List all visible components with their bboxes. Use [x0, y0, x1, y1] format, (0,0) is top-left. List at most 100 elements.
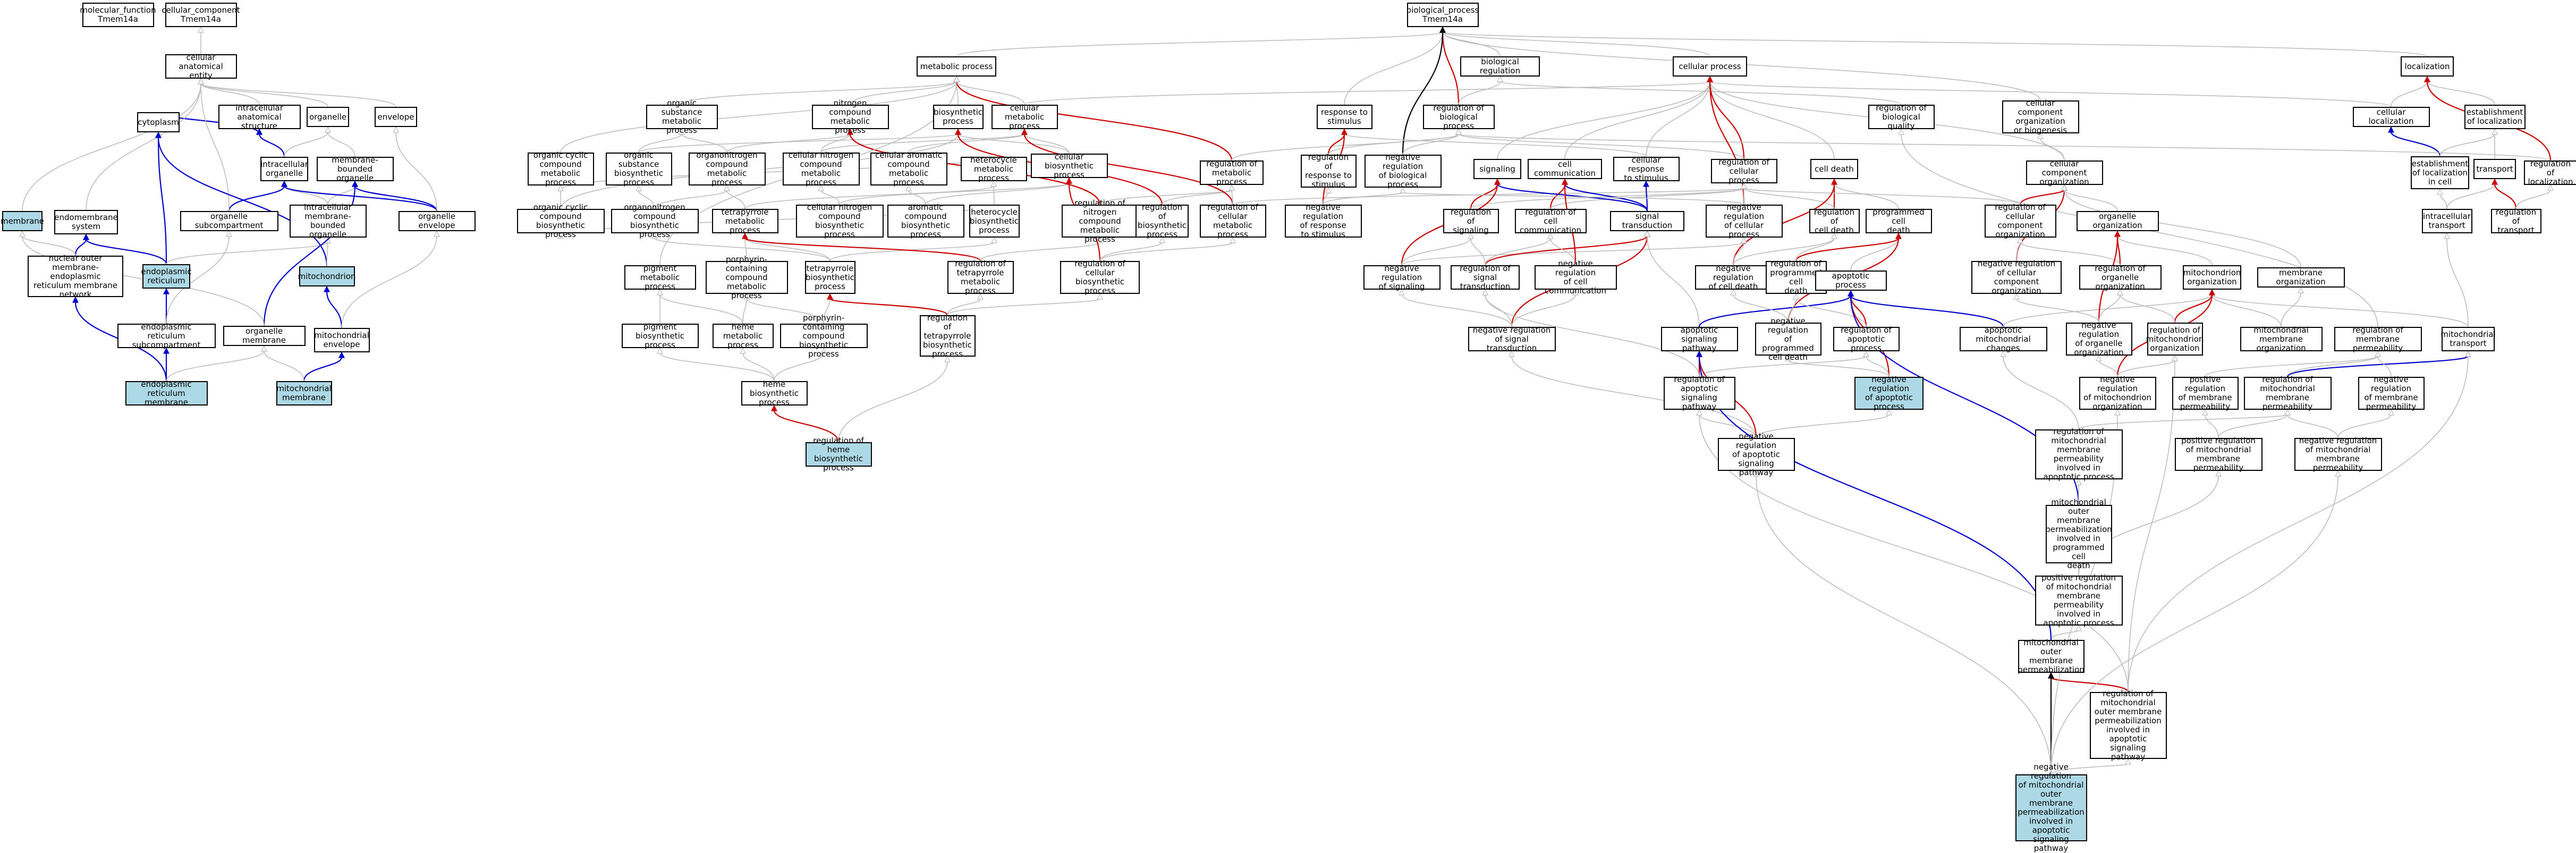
term-node-intracellular-organelle[interactable]: intracellular organelle — [260, 157, 308, 181]
term-node-molecular-function[interactable]: molecular_function Tmem14a — [80, 3, 156, 27]
term-node-regulation-of-apoptotic-signaling-pathway[interactable]: regulation of apoptotic signaling pathwa… — [1663, 375, 1735, 411]
term-node-er-subcompartment[interactable]: endoplasmic reticulum subcompartment — [117, 322, 216, 349]
term-node-establishment-of-localization[interactable]: establishment of localization — [2464, 105, 2526, 129]
term-node-heme-biosynthetic-process[interactable]: heme biosynthetic process — [741, 379, 808, 407]
term-node-regulation-of-cellular-metabolic-process[interactable]: regulation of cellular metabolic process — [1199, 203, 1266, 239]
term-node-cellular-biosynthetic-process[interactable]: cellular biosynthetic process — [1030, 152, 1108, 179]
term-node-positive-regulation-of-mitochondrial-membrane-permeability[interactable]: positive regulation of mitochondrial mem… — [2174, 436, 2263, 472]
term-node-endomembrane-system[interactable]: endomembrane system — [54, 210, 118, 234]
term-node-negative-regulation-of-biological-process[interactable]: negative regulation of biological proces… — [1364, 153, 1442, 189]
term-node-regulation-of-mito-membrane-permeability-in-apoptosis[interactable]: regulation of mitochondrial membrane per… — [2035, 427, 2123, 482]
term-node-regulation-of-heme-biosynthetic-process[interactable]: regulation of heme biosynthetic process — [805, 436, 872, 472]
term-node-negative-regulation-of-mitochondrial-membrane-permeability[interactable]: negative regulation of mitochondrial mem… — [2294, 436, 2382, 472]
term-node-regulation-of-biological-quality[interactable]: regulation of biological quality — [1868, 103, 1935, 130]
term-node-heme-metabolic-process[interactable]: heme metabolic process — [712, 322, 774, 349]
term-node-localization[interactable]: localization — [2401, 56, 2454, 77]
term-node-positive-regulation-mito-membrane-permeability-in-apoptosis[interactable]: positive regulation of mitochondrial mem… — [2035, 573, 2123, 628]
term-node-mitochondrial-envelope[interactable]: mitochondrial envelope — [313, 328, 370, 352]
term-node-organelle-organization[interactable]: organelle organization — [2076, 211, 2159, 231]
term-node-organic-cyclic-compound-biosynthetic-process[interactable]: organic cyclic compound biosynthetic pro… — [516, 203, 605, 239]
term-node-nitrogen-compound-metabolic-process[interactable]: nitrogen compound metabolic process — [811, 99, 889, 135]
term-node-regulation-of-tetrapyrrole-metabolic-process[interactable]: regulation of tetrapyrrole metabolic pro… — [947, 259, 1014, 295]
term-node-negative-regulation-of-signal-transduction[interactable]: negative regulation of signal transducti… — [1468, 325, 1556, 352]
term-node-negative-regulation-of-signaling[interactable]: negative regulation of signaling — [1363, 264, 1440, 291]
term-node-negative-regulation-of-apoptotic-process[interactable]: negative regulation of apoptotic process — [1854, 375, 1923, 411]
term-node-intracellular-membrane-bounded-organelle[interactable]: intracellular membrane-bounded organelle — [289, 203, 367, 239]
term-node-negative-regulation-of-cellular-process[interactable]: negative regulation of cellular process — [1705, 203, 1783, 239]
term-node-regulation-of-mitochondrion-organization[interactable]: regulation of mitochondrion organization — [2146, 323, 2204, 356]
term-node-regulation-of-mitochondrial-membrane-permeability[interactable]: regulation of mitochondrial membrane per… — [2243, 375, 2332, 411]
term-node-tetrapyrrole-biosynthetic-process[interactable]: tetrapyrrole biosynthetic process — [804, 261, 855, 294]
term-node-organic-cyclic-compound-metabolic-process[interactable]: organic cyclic compound metabolic proces… — [527, 151, 594, 187]
term-node-cellular-localization[interactable]: cellular localization — [2352, 107, 2430, 127]
term-node-envelope[interactable]: envelope — [375, 107, 417, 127]
term-node-cell-death[interactable]: cell death — [1810, 159, 1858, 179]
term-node-regulation-of-cell-communication[interactable]: regulation of cell communication — [1514, 207, 1587, 234]
term-node-cellular-process[interactable]: cellular process — [1673, 56, 1747, 77]
term-node-organelle[interactable]: organelle — [307, 107, 349, 127]
term-node-cellular-component[interactable]: cellular_component Tmem14a — [162, 3, 240, 27]
term-node-organic-substance-metabolic-process[interactable]: organic substance metabolic process — [646, 99, 718, 135]
term-node-mitochondrion[interactable]: mitochondrion — [298, 266, 355, 286]
term-node-response-to-stimulus[interactable]: response to stimulus — [1316, 105, 1372, 129]
term-node-negative-regulation-of-cell-death[interactable]: negative regulation of cell death — [1694, 264, 1772, 291]
term-node-negative-regulation-of-apoptotic-signaling-pathway[interactable]: negative regulation of apoptotic signali… — [1717, 432, 1795, 477]
term-node-regulation-of-nitrogen-compound-metabolic-process[interactable]: regulation of nitrogen compound metaboli… — [1061, 198, 1139, 243]
term-node-er-membrane[interactable]: endoplasmic reticulum membrane — [125, 379, 208, 407]
term-node-regulation-of-cellular-process[interactable]: regulation of cellular process — [1710, 157, 1777, 184]
term-node-cellular-metabolic-process[interactable]: cellular metabolic process — [991, 103, 1058, 130]
term-node-biological-regulation[interactable]: biological regulation — [1460, 56, 1540, 77]
term-node-organic-substance-biosynthetic-process[interactable]: organic substance biosynthetic process — [605, 151, 672, 187]
term-node-regulation-of-cellular-biosynthetic-process[interactable]: regulation of cellular biosynthetic proc… — [1060, 259, 1140, 295]
term-node-heterocycle-biosynthetic-process[interactable]: heterocycle biosynthetic process — [969, 205, 1020, 238]
term-node-negative-regulation-of-cell-communication[interactable]: negative regulation of cell communicatio… — [1534, 259, 1617, 295]
term-node-mitochondrion-organization[interactable]: mitochondrion organization — [2183, 265, 2241, 290]
term-node-cellular-response-to-stimulus[interactable]: cellular response to stimulus — [1613, 155, 1680, 182]
term-node-intracellular-anatomical-structure[interactable]: intracellular anatomical structure — [218, 103, 301, 130]
term-node-pigment-metabolic-process[interactable]: pigment metabolic process — [624, 264, 696, 291]
term-node-regulation-of-momp-in-apoptotic-signaling[interactable]: regulation of mitochondrial outer membra… — [2089, 689, 2167, 762]
term-node-regulation-of-biosynthetic-process[interactable]: regulation of biosynthetic process — [1136, 203, 1189, 239]
term-node-regulation-of-localization[interactable]: regulation of localization — [2524, 159, 2576, 186]
term-node-negative-regulation-of-mitochondrion-organization[interactable]: negative regulation of mitochondrion org… — [2079, 375, 2156, 411]
term-node-biological-process[interactable]: biological_process Tmem14a — [1406, 3, 1479, 27]
term-node-regulation-of-apoptotic-process[interactable]: regulation of apoptotic process — [1833, 325, 1900, 352]
term-node-apoptotic-signaling-pathway[interactable]: apoptotic signaling pathway — [1660, 325, 1738, 352]
term-node-programmed-cell-death[interactable]: programmed cell death — [1865, 207, 1932, 234]
term-node-transport[interactable]: transport — [2473, 159, 2516, 179]
term-node-nuclear-outer-membrane-er-network[interactable]: nuclear outer membrane-endoplasmic retic… — [28, 254, 123, 299]
term-node-cellular-nitrogen-compound-biosynthetic-process[interactable]: cellular nitrogen compound biosynthetic … — [795, 203, 884, 239]
term-node-negative-regulation-of-response-to-stimulus[interactable]: negative regulation of response to stimu… — [1284, 203, 1362, 239]
term-node-regulation-of-cell-death[interactable]: regulation of cell death — [1809, 207, 1860, 234]
term-node-intracellular-transport[interactable]: intracellular transport — [2421, 209, 2472, 233]
term-node-pigment-biosynthetic-process[interactable]: pigment biosynthetic process — [621, 322, 699, 349]
term-node-signal-transduction[interactable]: signal transduction — [1610, 211, 1684, 231]
term-node-momp-in-pcd[interactable]: mitochondrial outer membrane permeabiliz… — [2045, 497, 2112, 570]
term-node-membrane-organization[interactable]: membrane organization — [2257, 267, 2345, 288]
term-node-regulation-of-biological-process[interactable]: regulation of biological process — [1422, 103, 1495, 130]
term-node-heterocycle-metabolic-process[interactable]: heterocycle metabolic process — [960, 155, 1027, 182]
term-node-mitochondrial-membrane-organization[interactable]: mitochondrial membrane organization — [2240, 325, 2323, 352]
term-node-momp[interactable]: mitochondrial outer membrane permeabiliz… — [2018, 638, 2084, 674]
term-node-regulation-of-transport[interactable]: regulation of transport — [2490, 207, 2541, 234]
term-node-organonitrogen-compound-metabolic-process[interactable]: organonitrogen compound metabolic proces… — [688, 151, 766, 187]
term-node-negative-regulation-of-cellular-component-organization[interactable]: negative regulation of cellular componen… — [1971, 259, 2062, 295]
term-node-organonitrogen-compound-biosynthetic-process[interactable]: organonitrogen compound biosynthetic pro… — [611, 203, 699, 239]
term-node-establishment-of-localization-in-cell[interactable]: establishment of localization in cell — [2411, 156, 2469, 189]
term-node-organelle-subcompartment[interactable]: organelle subcompartment — [180, 211, 278, 231]
term-node-mitochondrial-transport[interactable]: mitochondrial transport — [2441, 327, 2496, 351]
term-node-metabolic-process[interactable]: metabolic process — [917, 56, 996, 77]
term-node-membrane[interactable]: membrane — [1, 211, 44, 231]
term-node-negative-regulation-of-membrane-permeability[interactable]: negative regulation of membrane permeabi… — [2358, 375, 2425, 411]
term-node-regulation-of-metabolic-process[interactable]: regulation of metabolic process — [1200, 159, 1264, 186]
term-node-mitochondrial-membrane[interactable]: mitochondrial membrane — [276, 381, 332, 406]
term-node-regulation-of-tetrapyrrole-biosynthetic-process[interactable]: regulation of tetrapyrrole biosynthetic … — [919, 313, 976, 358]
term-node-endoplasmic-reticulum[interactable]: endoplasmic reticulum — [141, 264, 192, 289]
term-node-aromatic-compound-biosynthetic-process[interactable]: aromatic compound biosynthetic process — [887, 203, 964, 239]
term-node-regulation-of-signal-transduction[interactable]: regulation of signal transduction — [1451, 264, 1520, 291]
term-node-cellular-component-organization-or-biogenesis[interactable]: cellular component organization or bioge… — [2002, 99, 2079, 135]
term-node-porphyrin-containing-compound-biosynthetic-process[interactable]: porphyrin-containing compound biosynthet… — [779, 313, 868, 358]
term-node-regulation-of-organelle-organization[interactable]: regulation of organelle organization — [2079, 264, 2162, 291]
term-node-organelle-membrane[interactable]: organelle membrane — [223, 326, 306, 346]
term-node-cytoplasm[interactable]: cytoplasm — [137, 112, 180, 132]
